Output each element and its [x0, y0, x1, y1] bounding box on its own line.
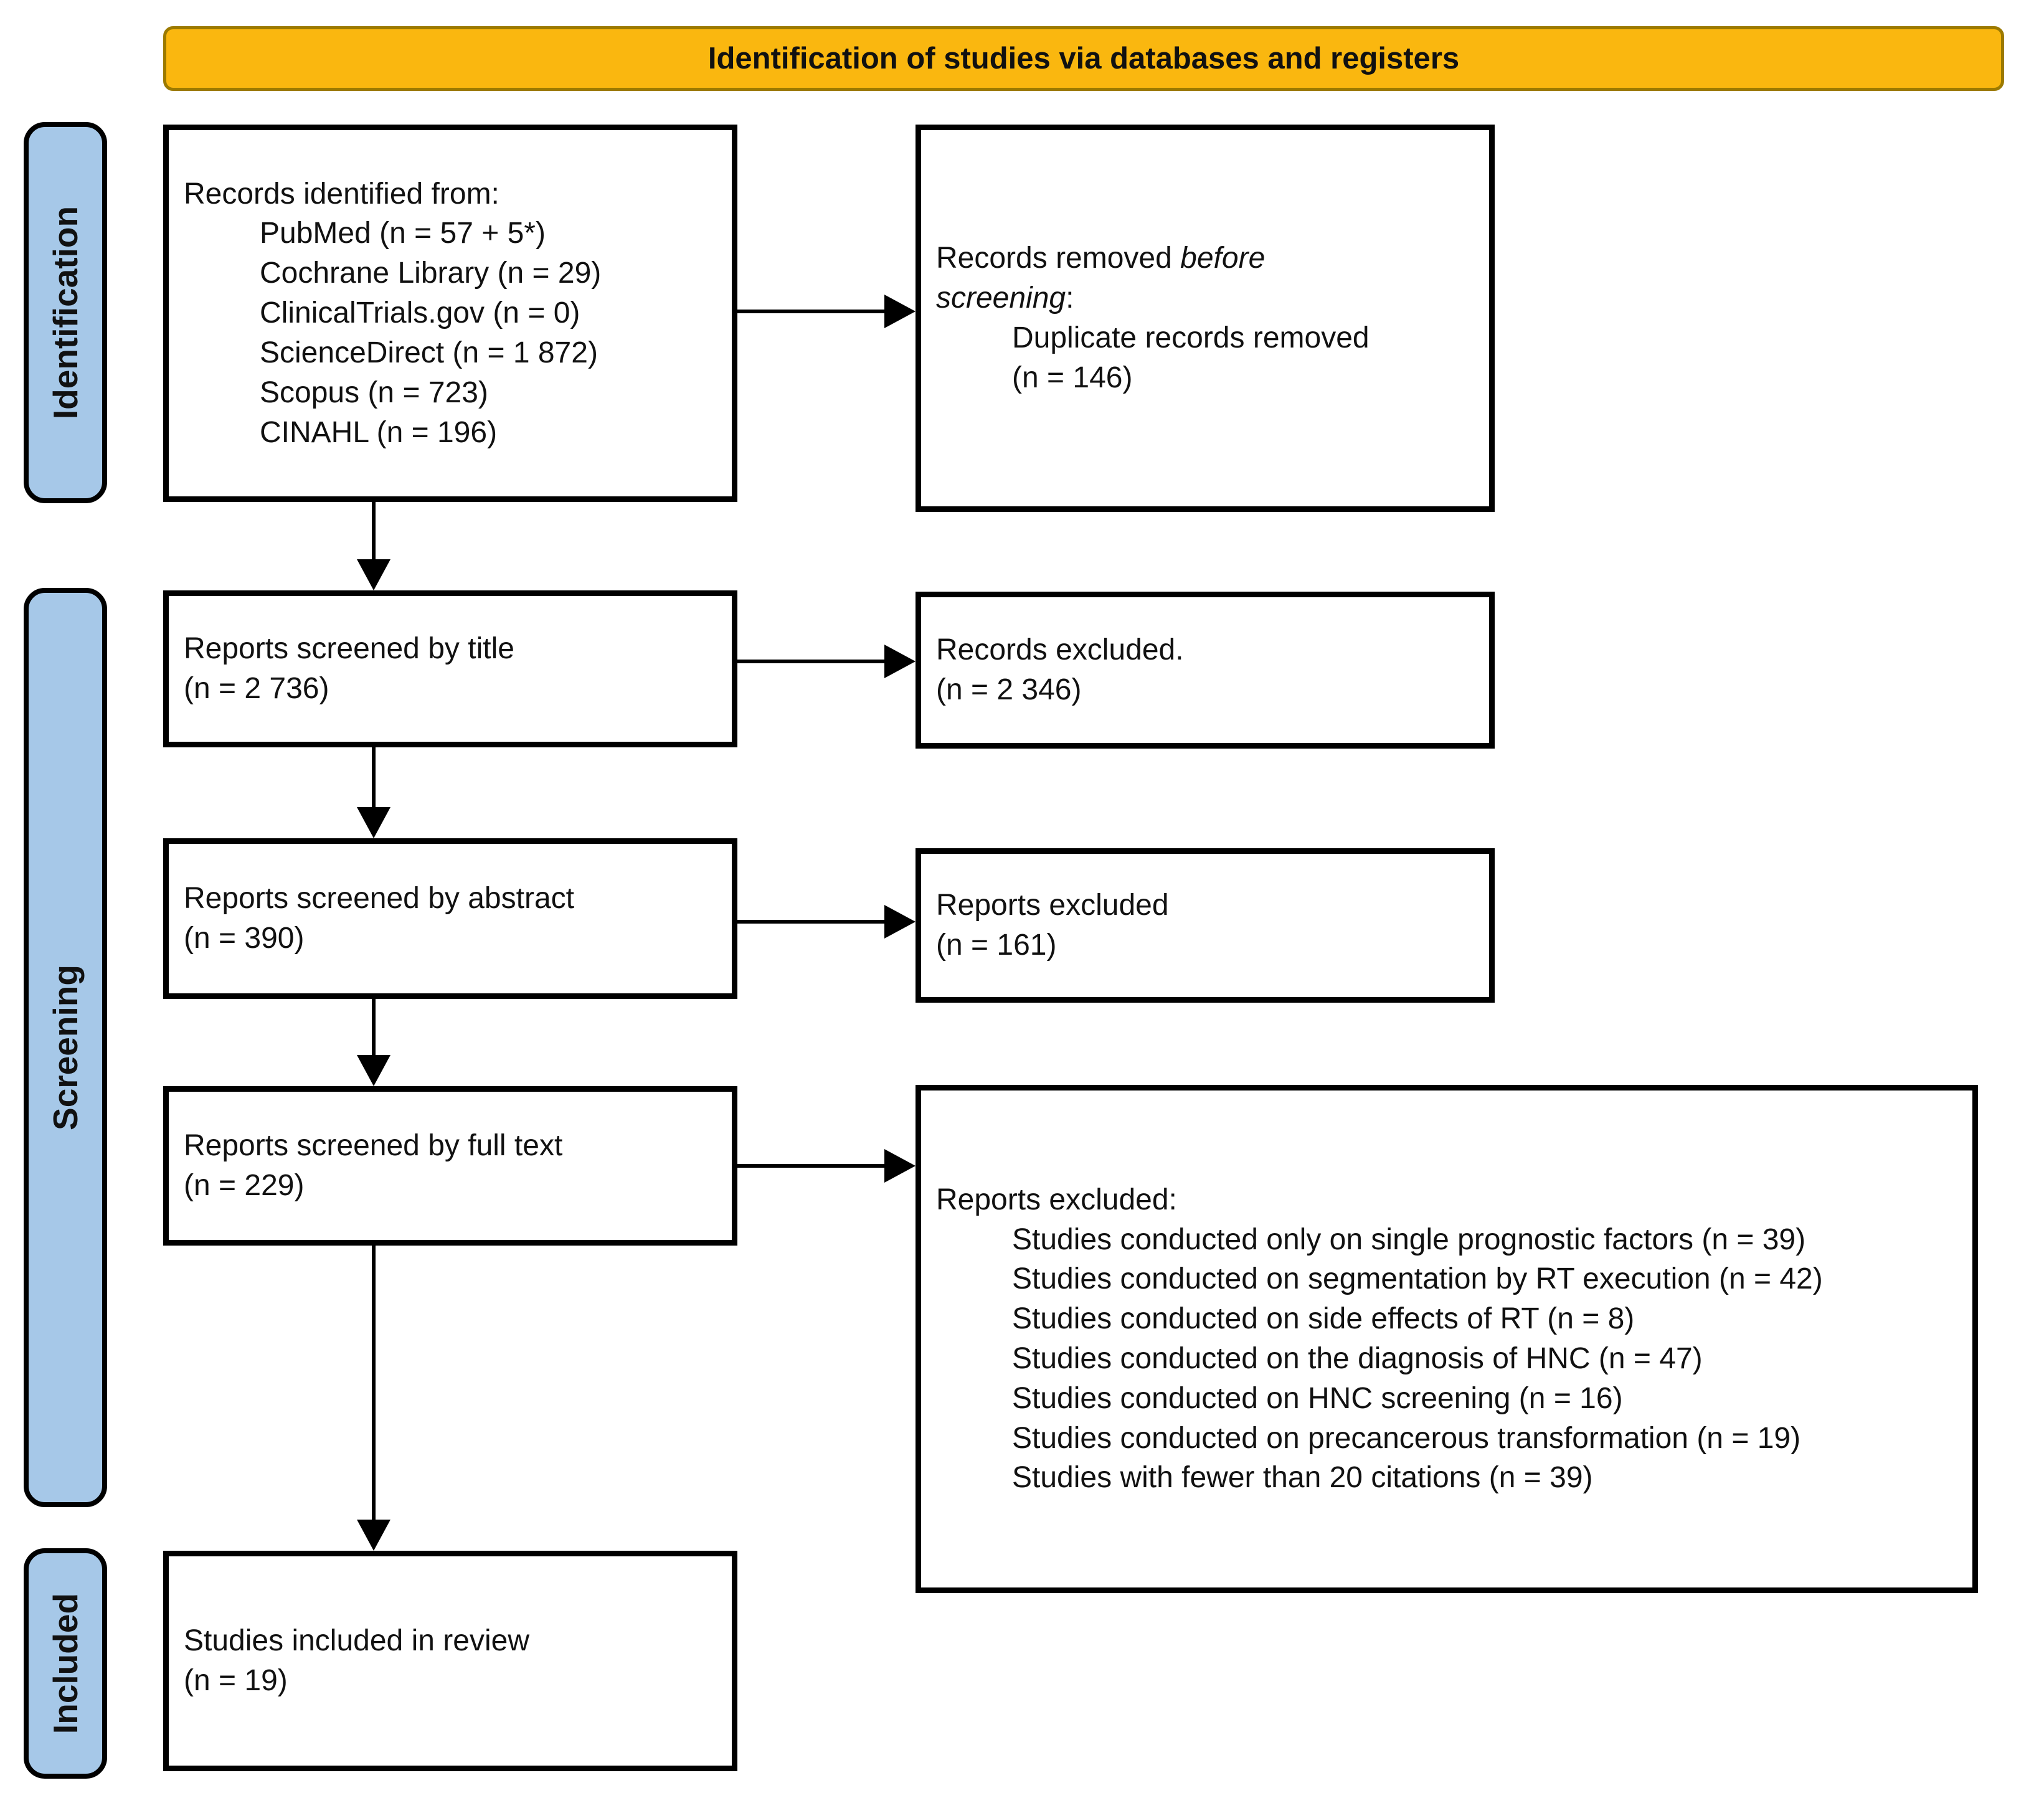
list-item: PubMed (n = 57 + 5*): [260, 217, 546, 250]
list-item: Scopus (n = 723): [260, 376, 488, 409]
box-records-identified: Records identified from: PubMed (n = 57 …: [163, 125, 737, 502]
box-line: (n = 161): [936, 929, 1057, 962]
list-item: Studies conducted on precancerous transf…: [1012, 1421, 1801, 1455]
banner-title: Identification of studies via databases …: [163, 26, 2004, 91]
list-item: CINAHL (n = 196): [260, 415, 498, 449]
italic-text-run: before: [1180, 242, 1266, 275]
box-reports-excluded: Reports excluded (n = 161): [916, 848, 1495, 1003]
list-item: Studies with fewer than 20 citations (n …: [1012, 1461, 1593, 1495]
box-screened-by-full-text: Reports screened by full text (n = 229): [163, 1086, 737, 1246]
arrow-right-identified-to-removed: [737, 310, 886, 313]
stage-label-text: Identification: [46, 206, 85, 420]
box-line: (n = 2 736): [184, 672, 329, 705]
box-line: Reports screened by full text: [184, 1129, 563, 1163]
stage-label-identification: Identification: [24, 122, 107, 503]
box-line: (n = 229): [184, 1169, 305, 1202]
list-item: (n = 146): [1012, 361, 1133, 394]
box-screened-by-title: Reports screened by title (n = 2 736): [163, 590, 737, 747]
box-line: Reports screened by abstract: [184, 882, 574, 915]
stage-label-included: Included: [24, 1548, 107, 1779]
box-heading-line: screening:: [936, 278, 1478, 318]
arrow-right-abstract-to-excluded: [737, 920, 886, 924]
arrow-down-identified-to-title-screen: [372, 502, 376, 561]
arrow-down-title-to-abstract-screen: [372, 747, 376, 808]
arrow-right-fulltext-to-excluded: [737, 1164, 886, 1168]
box-line: (n = 2 346): [936, 673, 1082, 706]
arrow-down-abstract-to-fulltext-screen: [372, 999, 376, 1056]
box-line: (n = 390): [184, 922, 305, 955]
arrow-right-title-to-excluded: [737, 660, 886, 663]
box-heading: Reports excluded:: [936, 1183, 1177, 1216]
stage-label-text: Included: [46, 1592, 85, 1734]
box-line: (n = 19): [184, 1664, 288, 1697]
list-item: Cochrane Library (n = 29): [260, 257, 602, 290]
list-item: Studies conducted on HNC screening (n = …: [1012, 1381, 1623, 1415]
list-item: Studies conducted on side effects of RT …: [1012, 1302, 1635, 1336]
arrow-down-fulltext-to-included: [372, 1246, 376, 1521]
box-line: Studies included in review: [184, 1624, 529, 1658]
box-line: Records excluded.: [936, 633, 1184, 667]
list-item: Studies conducted on segmentation by RT …: [1012, 1262, 1823, 1296]
list-item: Studies conducted only on single prognos…: [1012, 1223, 1806, 1256]
italic-text-run: screening: [936, 281, 1066, 315]
stage-label-text: Screening: [46, 965, 85, 1130]
text-run: Records removed: [936, 242, 1181, 275]
banner-title-text: Identification of studies via databases …: [707, 42, 1460, 75]
box-records-removed-before-screening: Records removed before screening: Duplic…: [916, 125, 1495, 512]
stage-label-screening: Screening: [24, 588, 107, 1507]
text-run: :: [1066, 281, 1074, 315]
box-line: Reports screened by title: [184, 632, 514, 666]
list-item: Duplicate records removed: [1012, 321, 1370, 354]
list-item: ScienceDirect (n = 1 872): [260, 336, 598, 369]
list-item: ClinicalTrials.gov (n = 0): [260, 296, 580, 330]
box-heading-line: Records removed before: [936, 239, 1478, 278]
box-studies-included: Studies included in review (n = 19): [163, 1551, 737, 1771]
box-line: Reports excluded: [936, 889, 1169, 922]
list-item: Studies conducted on the diagnosis of HN…: [1012, 1342, 1703, 1375]
box-heading: Records identified from:: [184, 177, 499, 211]
box-screened-by-abstract: Reports screened by abstract (n = 390): [163, 838, 737, 999]
box-records-excluded: Records excluded. (n = 2 346): [916, 592, 1495, 749]
box-fulltext-exclusion-reasons: Reports excluded: Studies conducted only…: [916, 1085, 1978, 1593]
